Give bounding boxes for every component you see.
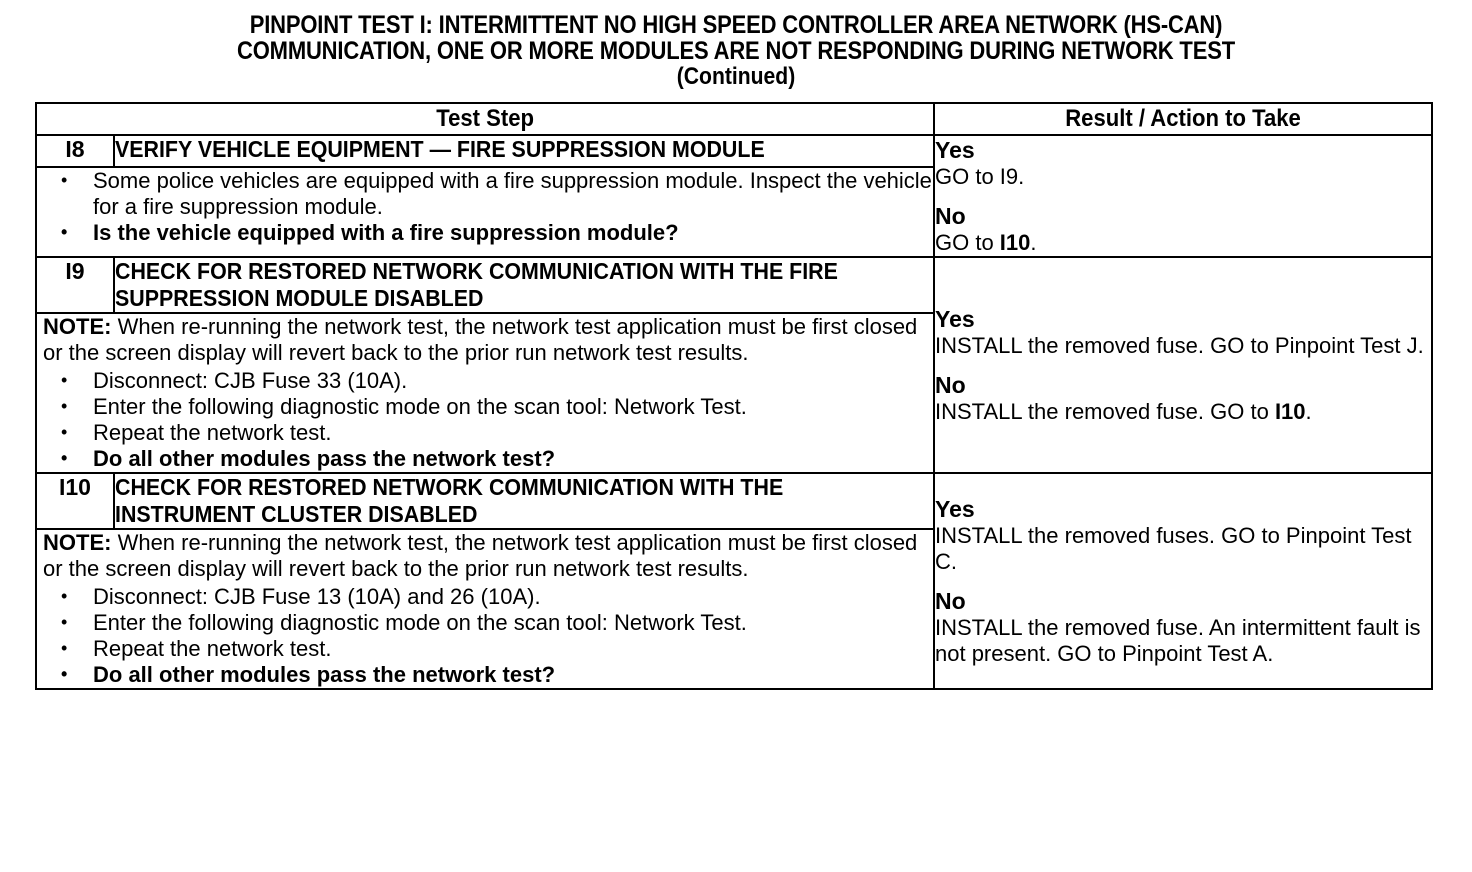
result-no-text-pre-i10: INSTALL the removed fuse. An intermitten… bbox=[935, 615, 1421, 666]
result-spacer bbox=[935, 575, 1431, 587]
step-title-i8-label: VERIFY VEHICLE EQUIPMENT — FIRE SUPPRESS… bbox=[115, 136, 765, 162]
step-id-i10: I10 bbox=[35, 472, 115, 530]
result-no-ref-i8: I10 bbox=[999, 230, 1031, 255]
result-no-text-pre-i9: INSTALL the removed fuse. GO to bbox=[935, 399, 1275, 424]
result-no-text-post-i8: . bbox=[1030, 230, 1037, 255]
result-no-label-i9: No bbox=[935, 372, 966, 398]
list-item: Repeat the network test. bbox=[37, 635, 933, 662]
note-paragraph-i10: NOTE: When re-running the network test, … bbox=[37, 530, 933, 582]
list-item: Is the vehicle equipped with a fire supp… bbox=[37, 219, 933, 246]
result-no-label-i8: No bbox=[935, 203, 966, 229]
result-no-text-i9: INSTALL the removed fuse. GO to I10. bbox=[935, 399, 1431, 425]
step-id-i8: I8 bbox=[35, 133, 115, 169]
bullet-list-i9: Disconnect: CJB Fuse 33 (10A). Enter the… bbox=[37, 367, 933, 472]
result-no-text-post-i9: . bbox=[1305, 399, 1312, 424]
page-title-block: PINPOINT TEST I: INTERMITTENT NO HIGH SP… bbox=[0, 0, 1472, 90]
pinpoint-test-table: Test Step Result / Action to Take I8 VER… bbox=[35, 102, 1433, 690]
result-cell-i10: Yes INSTALL the removed fuses. GO to Pin… bbox=[933, 472, 1433, 690]
table-row: NOTE: When re-running the network test, … bbox=[35, 528, 1432, 690]
header-result-action-label: Result / Action to Take bbox=[1065, 105, 1301, 132]
result-yes-text-i9: INSTALL the removed fuse. GO to Pinpoint… bbox=[935, 333, 1424, 358]
result-no-label-i10: No bbox=[935, 588, 966, 614]
table-row: I9 CHECK FOR RESTORED NETWORK COMMUNICAT… bbox=[35, 256, 1433, 474]
result-yes-label-i8: Yes bbox=[935, 137, 975, 163]
note-label-i9: NOTE: bbox=[43, 314, 112, 339]
page-title-continued: (Continued) bbox=[676, 63, 796, 90]
list-item: Do all other modules pass the network te… bbox=[37, 661, 933, 688]
list-item: Enter the following diagnostic mode on t… bbox=[37, 393, 933, 420]
list-item: Do all other modules pass the network te… bbox=[37, 445, 933, 472]
header-result-action: Result / Action to Take bbox=[933, 102, 1433, 136]
result-spacer bbox=[935, 359, 1431, 371]
step-body-i9: NOTE: When re-running the network test, … bbox=[35, 312, 935, 474]
note-paragraph-i9: NOTE: When re-running the network test, … bbox=[37, 314, 933, 366]
list-item: Repeat the network test. bbox=[37, 419, 933, 446]
step-title-i9-label: CHECK FOR RESTORED NETWORK COMMUNICATION… bbox=[115, 258, 838, 311]
step-title-i9: CHECK FOR RESTORED NETWORK COMMUNICATION… bbox=[113, 256, 935, 314]
header-test-step: Test Step bbox=[35, 102, 935, 136]
list-item: Disconnect: CJB Fuse 13 (10A) and 26 (10… bbox=[37, 583, 933, 610]
result-cell-i8: Yes GO to I9. No GO to I10. bbox=[933, 134, 1433, 258]
result-no-ref-i9: I10 bbox=[1274, 399, 1306, 424]
bullet-list-i8: Some police vehicles are equipped with a… bbox=[37, 167, 933, 246]
result-spacer bbox=[935, 190, 1431, 202]
result-yes-text-i8: GO to I9. bbox=[935, 164, 1025, 189]
step-id-i9: I9 bbox=[35, 256, 115, 314]
result-yes-label-i10: Yes bbox=[935, 496, 975, 522]
list-item: Enter the following diagnostic mode on t… bbox=[37, 609, 933, 636]
page-title-line-1: PINPOINT TEST I: INTERMITTENT NO HIGH SP… bbox=[249, 11, 1223, 39]
table-header-row: Test Step Result / Action to Take bbox=[35, 102, 1433, 136]
result-no-text-pre-i8: GO to bbox=[935, 230, 1000, 255]
result-no-text-i8: GO to I10. bbox=[935, 230, 1431, 256]
note-text-i9: When re-running the network test, the ne… bbox=[43, 314, 918, 365]
step-body-i8: Some police vehicles are equipped with a… bbox=[35, 166, 935, 258]
list-item: Some police vehicles are equipped with a… bbox=[37, 167, 933, 220]
table-row: NOTE: When re-running the network test, … bbox=[35, 312, 1432, 474]
header-test-step-label: Test Step bbox=[436, 105, 534, 132]
result-yes-label-i9: Yes bbox=[935, 306, 975, 332]
table-row: I8 VERIFY VEHICLE EQUIPMENT — FIRE SUPPR… bbox=[35, 133, 1433, 258]
note-label-i10: NOTE: bbox=[43, 530, 112, 555]
step-body-i10: NOTE: When re-running the network test, … bbox=[35, 528, 935, 690]
page-title-line-2: COMMUNICATION, ONE OR MORE MODULES ARE N… bbox=[237, 37, 1235, 65]
bullet-list-i10: Disconnect: CJB Fuse 13 (10A) and 26 (10… bbox=[37, 583, 933, 688]
table-row: Some police vehicles are equipped with a… bbox=[35, 166, 1432, 258]
result-cell-i9: Yes INSTALL the removed fuse. GO to Pinp… bbox=[933, 256, 1433, 474]
list-item: Disconnect: CJB Fuse 33 (10A). bbox=[37, 367, 933, 394]
note-text-i10: When re-running the network test, the ne… bbox=[43, 530, 918, 581]
step-title-i10-label: CHECK FOR RESTORED NETWORK COMMUNICATION… bbox=[115, 474, 784, 527]
result-yes-text-i10: INSTALL the removed fuses. GO to Pinpoin… bbox=[935, 523, 1412, 574]
table-row: I10 CHECK FOR RESTORED NETWORK COMMUNICA… bbox=[35, 472, 1433, 690]
result-no-text-i10: INSTALL the removed fuse. An intermitten… bbox=[935, 615, 1431, 667]
step-title-i10: CHECK FOR RESTORED NETWORK COMMUNICATION… bbox=[113, 472, 935, 530]
step-title-i8: VERIFY VEHICLE EQUIPMENT — FIRE SUPPRESS… bbox=[113, 133, 935, 169]
pinpoint-test-table-wrap: Test Step Result / Action to Take I8 VER… bbox=[35, 102, 1433, 690]
